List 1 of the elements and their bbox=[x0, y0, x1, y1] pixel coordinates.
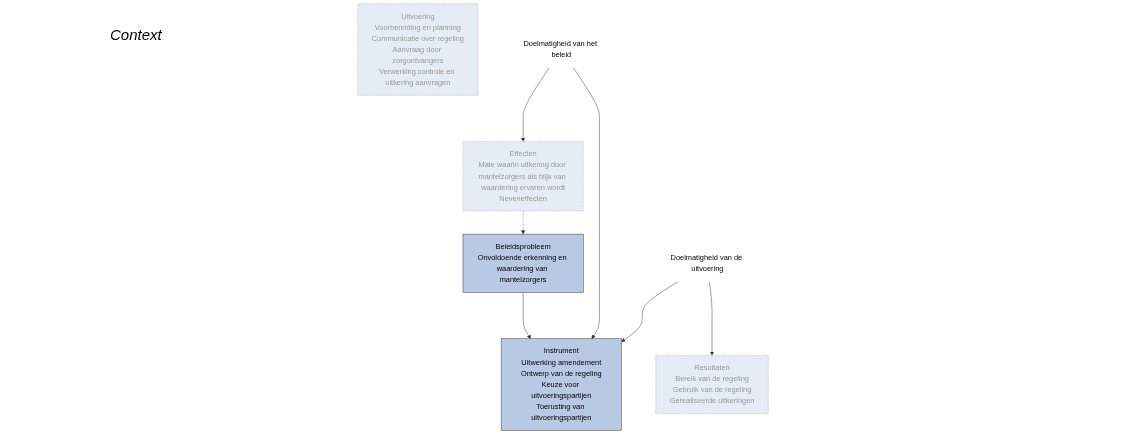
context-label: Context bbox=[110, 26, 162, 43]
